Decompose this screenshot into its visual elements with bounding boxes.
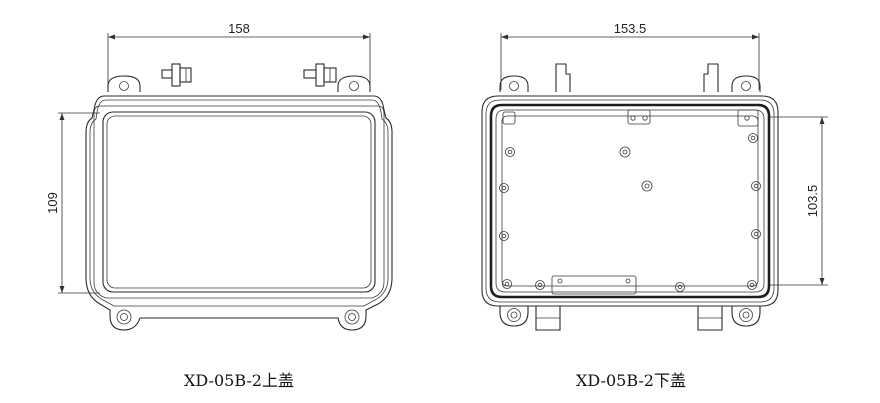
top-cover-width-label: 158 [228, 21, 250, 36]
bottom-cover-floor [501, 115, 759, 287]
top-cover-height-label: 109 [45, 192, 60, 214]
bottom-cover-hinge-lugs [555, 63, 719, 92]
bottom-cover-height-dimension: 103.5 [770, 116, 828, 286]
bottom-cover-gasket [489, 103, 771, 299]
bottom-cover-bottom-ears [499, 306, 761, 327]
top-cover-mount-ears [107, 75, 371, 92]
bottom-cover-caption: XD-05B-2下盖 [576, 371, 686, 390]
bottom-cover-plate [551, 275, 637, 295]
bottom-cover-width-dimension: 153.5 [500, 21, 760, 90]
bottom-cover-connectors [535, 306, 723, 331]
bottom-cover-view: 153.5 103.5 [481, 21, 828, 331]
top-cover-caption: XD-05B-2上盖 [184, 371, 294, 390]
top-cover-hinge-pins [161, 63, 337, 87]
top-cover-width-dimension: 158 [107, 21, 371, 92]
top-cover-height-dimension: 109 [45, 112, 100, 294]
bottom-cover-bosses [499, 133, 761, 292]
top-cover-window [102, 111, 376, 293]
top-cover-inner-outline [89, 99, 389, 307]
top-cover-view: 158 109 [45, 21, 393, 331]
bottom-cover-outer-outline [481, 95, 779, 307]
bottom-cover-mount-ears [499, 75, 761, 92]
top-cover-outer-outline [85, 95, 393, 331]
bottom-cover-height-label: 103.5 [805, 185, 820, 218]
bottom-cover-width-label: 153.5 [614, 21, 647, 36]
top-cover-bottom-holes [116, 309, 360, 325]
